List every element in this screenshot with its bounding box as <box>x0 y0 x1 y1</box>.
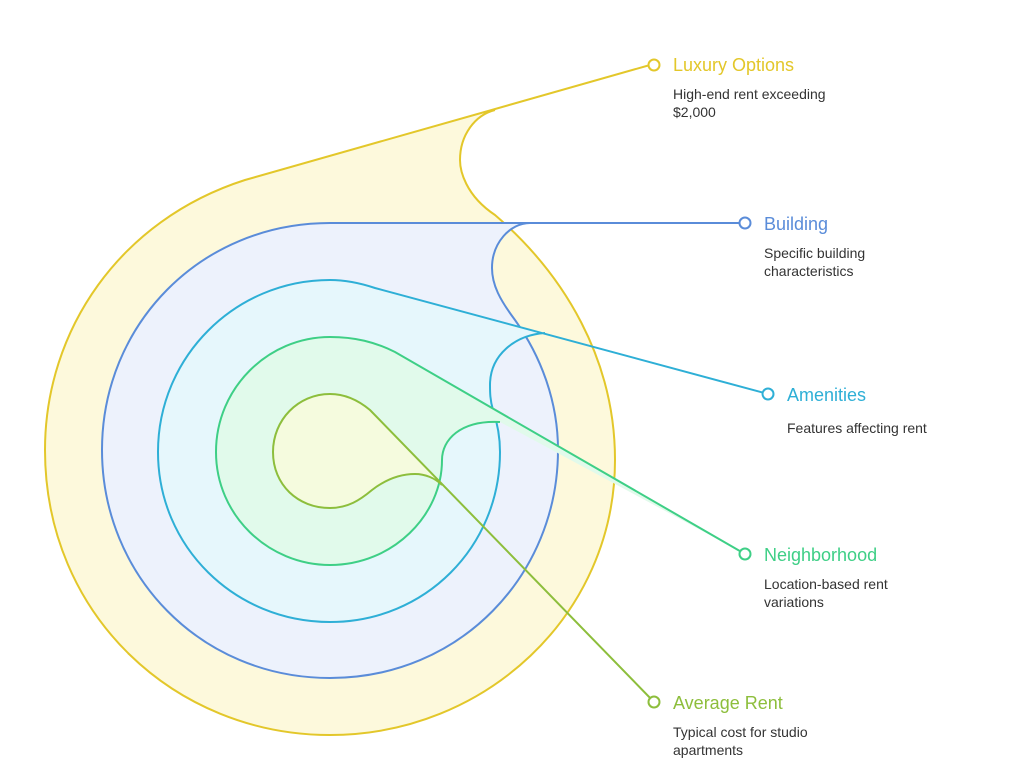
label-building-description: Specific building characteristics <box>764 245 866 279</box>
label-amenities-title: Amenities <box>787 385 867 405</box>
label-building: Building Specific building characteristi… <box>764 213 964 280</box>
layer-average-shape <box>271 392 655 703</box>
label-average: Average Rent Typical cost for studio apa… <box>673 692 893 759</box>
label-amenities: Amenities Features affecting rent <box>787 384 997 437</box>
label-building-title: Building <box>764 214 829 234</box>
marker-amenities-icon <box>761 387 775 401</box>
label-average-title: Average Rent <box>673 693 783 713</box>
label-luxury-title: Luxury Options <box>673 55 795 75</box>
label-neighborhood: Neighborhood Location-based rent variati… <box>764 544 984 611</box>
marker-luxury-icon <box>647 58 661 72</box>
label-luxury-description: High-end rent exceeding $2,000 <box>673 86 826 120</box>
marker-building-icon <box>738 216 752 230</box>
marker-neighborhood-icon <box>738 547 752 561</box>
label-amenities-description: Features affecting rent <box>787 420 927 436</box>
marker-average-icon <box>647 695 661 709</box>
layer-neighborhood-shape <box>214 335 746 567</box>
label-neighborhood-description: Location-based rent variations <box>764 576 888 610</box>
label-neighborhood-title: Neighborhood <box>764 545 878 565</box>
label-average-description: Typical cost for studio apartments <box>673 724 808 758</box>
label-luxury: Luxury Options High-end rent exceeding $… <box>673 54 873 121</box>
